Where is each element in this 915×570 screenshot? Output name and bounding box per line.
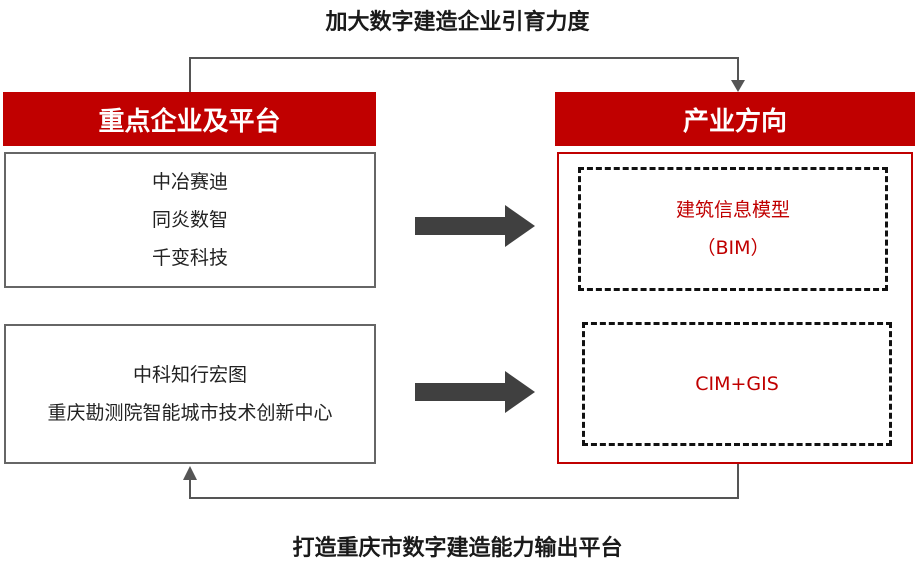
enterprise-name: 中冶赛迪 [151, 171, 228, 193]
right-arrow-2 [415, 371, 535, 413]
enterprise-name: 重庆勘测院智能城市技术创新中心 [47, 402, 333, 424]
direction-label: （BIM） [696, 237, 770, 259]
bottom-connector-line [189, 464, 739, 499]
left-header: 重点企业及平台 [3, 92, 376, 146]
direction-box-bim: 建筑信息模型 （BIM） [578, 167, 888, 291]
enterprise-name: 中科知行宏图 [132, 364, 247, 386]
enterprise-box-2: 中科知行宏图 重庆勘测院智能城市技术创新中心 [4, 324, 376, 464]
direction-label: 建筑信息模型 [675, 199, 790, 221]
top-arrowhead [731, 80, 745, 92]
enterprise-name: 千变科技 [151, 247, 228, 269]
direction-label: CIM+GIS [695, 373, 779, 395]
direction-box-cim: CIM+GIS [582, 322, 892, 446]
bottom-caption: 打造重庆市数字建造能力输出平台 [292, 536, 623, 561]
bottom-arrowhead [183, 466, 197, 480]
enterprise-box-1: 中冶赛迪 同炎数智 千变科技 [4, 152, 376, 288]
right-header: 产业方向 [555, 92, 915, 146]
direction-container [557, 152, 913, 464]
right-arrow-1 [415, 205, 535, 247]
top-connector-line [189, 57, 739, 92]
top-caption: 加大数字建造企业引育力度 [325, 10, 590, 35]
enterprise-name: 同炎数智 [151, 209, 228, 231]
